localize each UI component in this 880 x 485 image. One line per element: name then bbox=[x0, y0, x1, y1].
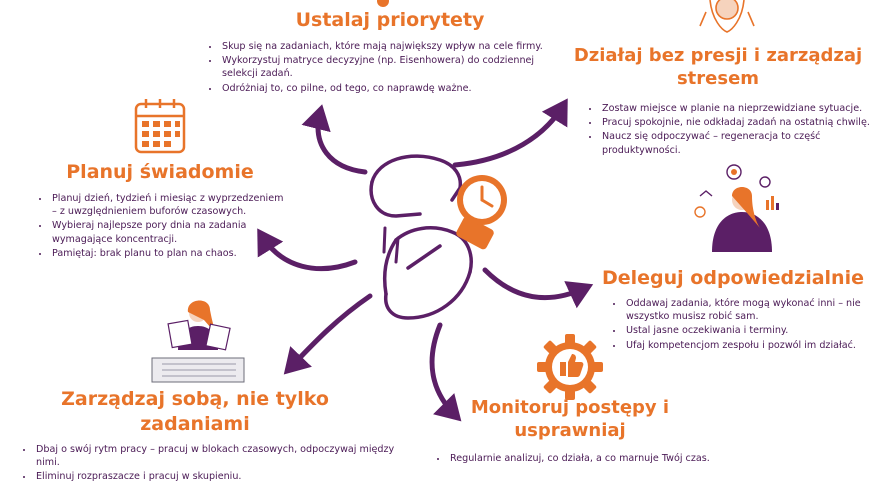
heading-dzialaj-line2: stresem bbox=[676, 68, 760, 90]
arrow-to-dzialaj bbox=[452, 98, 568, 168]
heading-ustalaj: Ustalaj priorytety bbox=[295, 9, 485, 31]
heading-dzialaj: Działaj bez presji i zarządzaj stresem bbox=[560, 44, 876, 91]
arrow-to-deleguj bbox=[482, 267, 594, 309]
delegate-person-icon bbox=[694, 164, 779, 252]
arrow-to-zarzadzaj bbox=[283, 293, 373, 375]
heading-monitoruj-line1: Monitoruj postępy i bbox=[470, 397, 670, 418]
decor-dot-icon bbox=[377, 0, 389, 7]
arrow-to-planuj bbox=[257, 228, 358, 272]
list-deleguj: Oddawaj zadania, które mogą wykonać inni… bbox=[610, 297, 880, 353]
list-item: Wybieraj najlepsze pory dnia na zadania … bbox=[50, 219, 288, 245]
heading-planuj: Planuj świadomie bbox=[66, 161, 254, 183]
list-item: Oddawaj zadania, które mogą wykonać inni… bbox=[624, 297, 880, 323]
gear-thumbs-up-icon bbox=[537, 334, 603, 400]
heading-zarzadzaj-line1: Zarządzaj sobą, nie tylko bbox=[61, 388, 329, 410]
list-item: Pracuj spokojnie, nie odkładaj zadań na … bbox=[600, 116, 880, 129]
list-monitoruj: Regularnie analizuj, co działa, a co mar… bbox=[434, 452, 718, 466]
heading-zarzadzaj-line2: zadaniami bbox=[140, 412, 250, 435]
heading-deleguj: Deleguj odpowiedzialnie bbox=[601, 267, 864, 289]
list-planuj: Planuj dzień, tydzień i miesiąc z wyprze… bbox=[36, 192, 288, 261]
list-item: Regularnie analizuj, co działa, a co mar… bbox=[448, 452, 718, 465]
calendar-icon bbox=[134, 99, 186, 154]
heading-monitoruj-line2: usprawniaj bbox=[514, 420, 626, 442]
list-zarzadzaj: Dbaj o swój rytm pracy – pracuj w blokac… bbox=[20, 443, 414, 485]
list-item: Ustal jasne oczekiwania i terminy. bbox=[624, 324, 880, 337]
list-dzialaj: Zostaw miejsce w planie na nieprzewidzia… bbox=[586, 102, 880, 158]
list-item: Ufaj kompetencjom zespołu i pozwól im dz… bbox=[624, 339, 880, 352]
list-item: Dbaj o swój rytm pracy – pracuj w blokac… bbox=[34, 443, 414, 469]
heading-dzialaj-line1: Działaj bez presji i zarządzaj bbox=[573, 45, 863, 66]
list-item: Pamiętaj: brak planu to plan na chaos. bbox=[50, 247, 288, 260]
watch-icon bbox=[456, 175, 507, 250]
list-item: Zostaw miejsce w planie na nieprzewidzia… bbox=[600, 102, 880, 115]
arrow-to-ustalaj bbox=[301, 104, 368, 175]
list-item: Wykorzystuj matryce decyzyjne (np. Eisen… bbox=[220, 54, 568, 80]
list-ustalaj: Skup się na zadaniach, które mają najwię… bbox=[206, 40, 568, 96]
heading-monitoruj: Monitoruj postępy i usprawniaj bbox=[455, 396, 685, 443]
heading-zarzadzaj: Zarządzaj sobą, nie tylko zadaniami bbox=[50, 387, 340, 436]
list-item: Naucz się odpoczywać – regeneracja to cz… bbox=[600, 130, 880, 156]
stressed-person-icon bbox=[699, 0, 755, 33]
list-item: Planuj dzień, tydzień i miesiąc z wyprze… bbox=[50, 192, 288, 218]
arrow-to-monitoruj bbox=[429, 322, 462, 422]
list-item: Skup się na zadaniach, które mają najwię… bbox=[220, 40, 568, 53]
list-item: Odróżniaj to, co pilne, od tego, co napr… bbox=[220, 82, 568, 95]
list-item: Eliminuj rozpraszacze i pracuj w skupien… bbox=[34, 470, 414, 483]
woman-with-papers-icon bbox=[151, 300, 245, 383]
hand-watch-icon bbox=[369, 154, 473, 320]
